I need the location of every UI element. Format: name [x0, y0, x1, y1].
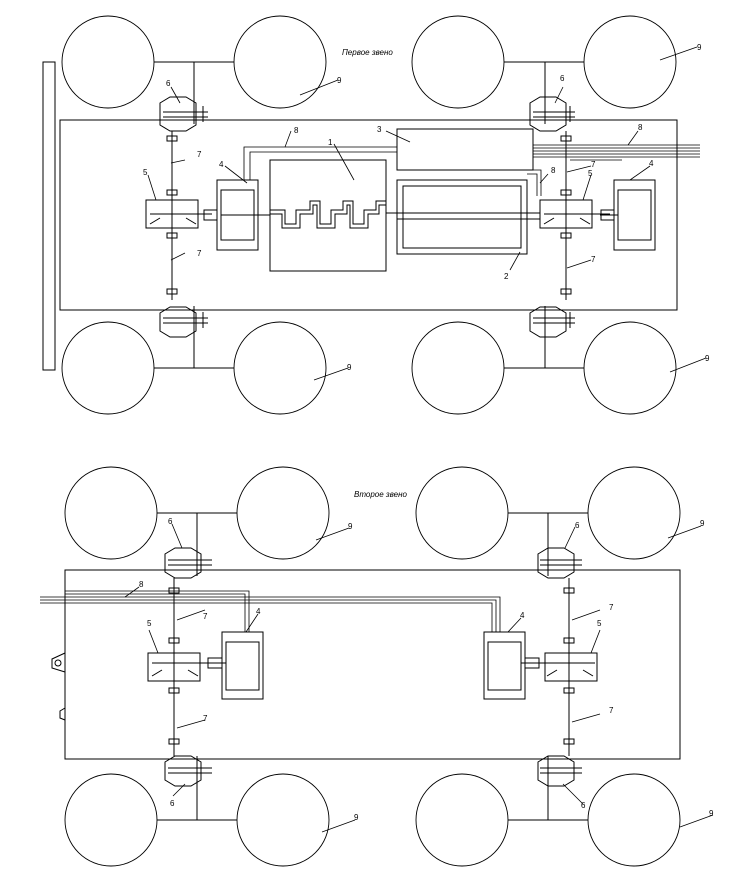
label-6: 6 [575, 521, 580, 530]
label-9: 9 [347, 363, 352, 372]
caption-second-unit: Второе звено [354, 490, 408, 499]
electric-motor [483, 631, 540, 700]
wheel [61, 15, 155, 109]
wheel [64, 773, 158, 867]
power-cable [40, 590, 501, 632]
label-9: 9 [354, 813, 359, 822]
hub-reducer [164, 547, 212, 579]
control-unit [396, 128, 534, 171]
caption-first-unit: Первое звено [342, 48, 393, 57]
wheel [233, 321, 327, 415]
wheel [587, 773, 681, 867]
label-7: 7 [197, 249, 202, 258]
label-7: 7 [591, 255, 596, 264]
label-9: 9 [700, 519, 705, 528]
label-7: 7 [197, 150, 202, 159]
label-4: 4 [649, 159, 654, 168]
half-shaft [166, 131, 178, 300]
electric-motor [207, 631, 264, 700]
hub-reducer [159, 306, 208, 338]
half-shaft [563, 578, 575, 756]
label-9: 9 [337, 76, 342, 85]
wheel [415, 466, 509, 560]
label-5: 5 [143, 168, 148, 177]
engine [269, 159, 400, 272]
label-7: 7 [591, 160, 596, 169]
label-9: 9 [705, 354, 710, 363]
first-unit: Первое звено 6 6 9 9 8 8 3 1 7 7 7 7 5 5… [42, 15, 710, 415]
axle-lines [108, 61, 630, 369]
label-8: 8 [294, 126, 299, 135]
wheel [61, 321, 155, 415]
label-9: 9 [348, 522, 353, 531]
axle-reducer [539, 199, 610, 229]
hub-reducer [529, 306, 575, 338]
wheel [64, 466, 158, 560]
hub-reducer [159, 96, 208, 132]
label-7: 7 [609, 603, 614, 612]
wheel [415, 773, 509, 867]
wheel [236, 466, 330, 560]
label-6: 6 [168, 517, 173, 526]
wheel [236, 773, 330, 867]
frame [59, 119, 678, 311]
wheel [411, 321, 505, 415]
leader-lines [124, 523, 714, 833]
label-2: 2 [504, 272, 509, 281]
half-shaft [560, 131, 572, 300]
electric-motor [203, 179, 270, 251]
second-unit: Второе звено 6 6 9 9 8 7 7 7 7 5 5 4 4 6… [40, 466, 714, 867]
wheel [233, 15, 327, 109]
wheel [583, 15, 677, 109]
label-5: 5 [147, 619, 152, 628]
coupling [51, 652, 66, 721]
label-1: 1 [328, 138, 333, 147]
label-8: 8 [551, 166, 556, 175]
label-9: 9 [697, 43, 702, 52]
label-6: 6 [560, 74, 565, 83]
label-5: 5 [588, 169, 593, 178]
label-7: 7 [609, 706, 614, 715]
label-4: 4 [520, 611, 525, 620]
frame [64, 569, 681, 760]
wheel [411, 15, 505, 109]
axle-reducer [147, 652, 214, 682]
label-6: 6 [166, 79, 171, 88]
label-7: 7 [203, 612, 208, 621]
wheel [583, 321, 677, 415]
axle-reducer [145, 199, 212, 229]
power-cable [243, 144, 700, 196]
hub-reducer [537, 755, 582, 787]
electric-motor [600, 179, 656, 251]
label-4: 4 [256, 607, 261, 616]
label-4: 4 [219, 160, 224, 169]
half-shaft [168, 578, 180, 756]
leader-lines [147, 46, 707, 381]
label-5: 5 [597, 619, 602, 628]
wheel [587, 466, 681, 560]
label-6: 6 [170, 799, 175, 808]
axle-lines [111, 512, 634, 821]
hub-reducer [529, 96, 575, 132]
hitch-plate [42, 61, 56, 371]
hub-reducer [537, 547, 582, 579]
label-3: 3 [377, 125, 382, 134]
hub-reducer [164, 755, 212, 787]
label-6: 6 [581, 801, 586, 810]
axle-reducer [530, 652, 598, 682]
label-9: 9 [709, 809, 714, 818]
label-7: 7 [203, 714, 208, 723]
label-8: 8 [638, 123, 643, 132]
label-8: 8 [139, 580, 144, 589]
generator [396, 179, 540, 255]
